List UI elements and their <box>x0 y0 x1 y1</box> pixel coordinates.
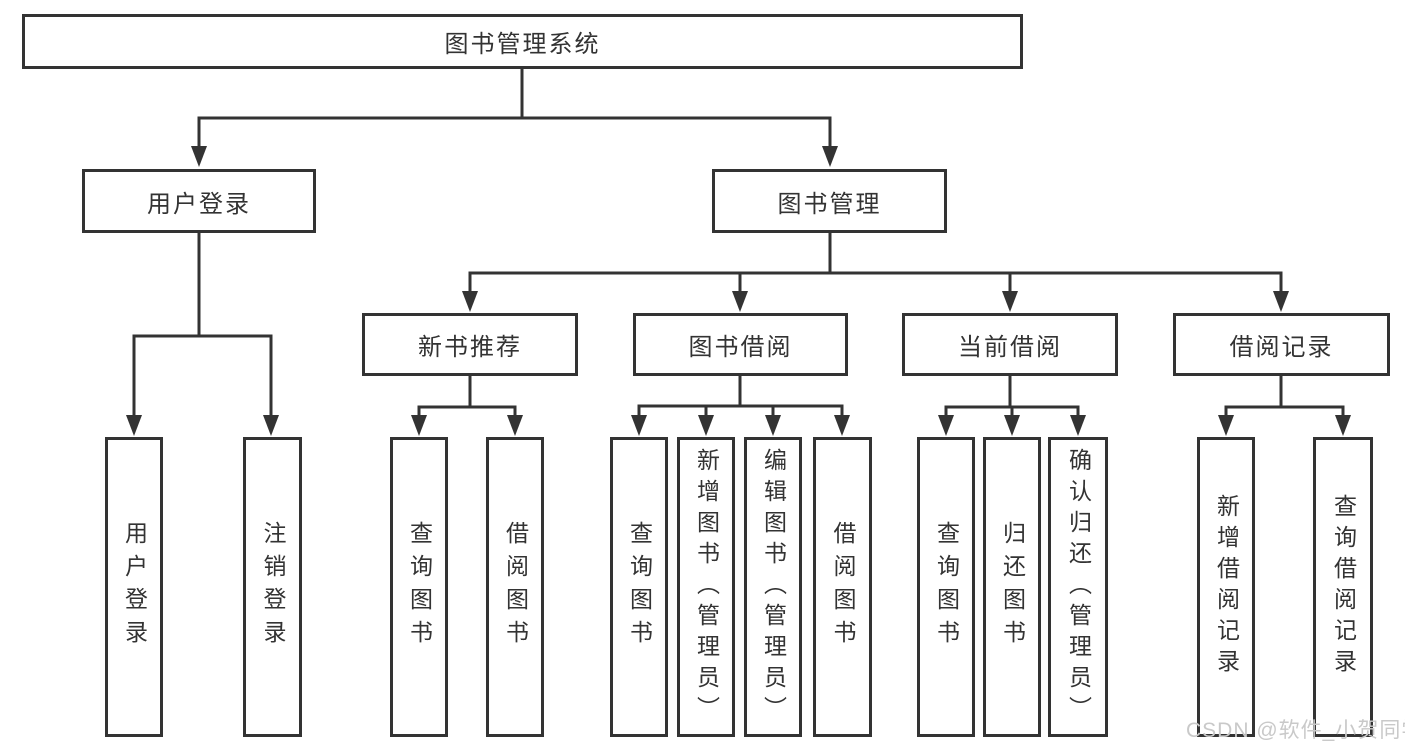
arrowhead-icon <box>1335 415 1351 436</box>
leaf-confirm-return-admin: 确认归还（管理员） <box>1048 437 1108 737</box>
connector-book-management <box>468 233 1283 297</box>
node-user-login: 用户登录 <box>82 169 316 233</box>
leaf-user-login: 用户登录 <box>105 437 163 737</box>
connector-user-login <box>132 233 273 420</box>
node-book-management: 图书管理 <box>712 169 947 233</box>
leaf-add-books-admin: 新增图书（管理员） <box>677 437 735 737</box>
connector-new-book-recommend <box>417 376 517 420</box>
arrowhead-icon <box>191 146 207 167</box>
arrowhead-icons <box>126 146 1351 436</box>
arrowhead-icon <box>1070 415 1086 436</box>
node-borrow-records: 借阅记录 <box>1173 313 1390 376</box>
connector-current-borrow <box>944 376 1080 420</box>
leaf-query-books-current: 查询图书 <box>917 437 975 737</box>
connector-root <box>197 69 832 152</box>
arrowhead-icon <box>126 415 142 436</box>
tree-connector-paths <box>132 69 1345 420</box>
node-new-book-recommend: 新书推荐 <box>362 313 578 376</box>
arrowhead-icon <box>698 415 714 436</box>
leaf-query-borrow-record: 查询借阅记录 <box>1313 437 1373 737</box>
arrowhead-icon <box>411 415 427 436</box>
arrowhead-icon <box>1002 291 1018 312</box>
leaf-add-borrow-record: 新增借阅记录 <box>1197 437 1255 737</box>
leaf-return-books: 归还图书 <box>983 437 1041 737</box>
leaf-query-books-recommend: 查询图书 <box>390 437 448 737</box>
connector-book-borrow <box>637 376 844 420</box>
arrowhead-icon <box>1004 415 1020 436</box>
node-library-management-system: 图书管理系统 <box>22 14 1023 69</box>
leaf-logout: 注销登录 <box>243 437 302 737</box>
arrowhead-icon <box>263 415 279 436</box>
node-book-borrow: 图书借阅 <box>633 313 848 376</box>
arrowhead-icon <box>834 415 850 436</box>
leaf-query-books-borrow: 查询图书 <box>610 437 668 737</box>
node-current-borrow: 当前借阅 <box>902 313 1118 376</box>
arrowhead-icon <box>1273 291 1289 312</box>
arrowhead-icon <box>822 146 838 167</box>
arrowhead-icon <box>462 291 478 312</box>
arrowhead-icon <box>938 415 954 436</box>
arrowhead-icon <box>631 415 647 436</box>
leaf-edit-books-admin: 编辑图书（管理员） <box>744 437 802 737</box>
arrowhead-icon <box>732 291 748 312</box>
connector-borrow-records <box>1224 376 1345 420</box>
arrowhead-icon <box>507 415 523 436</box>
arrowhead-icon <box>765 415 781 436</box>
csdn-watermark: CSDN @软件_小贺同学 <box>1186 719 1405 742</box>
leaf-borrow-books-recommend: 借阅图书 <box>486 437 544 737</box>
arrowhead-icon <box>1218 415 1234 436</box>
leaf-borrow-books: 借阅图书 <box>813 437 872 737</box>
